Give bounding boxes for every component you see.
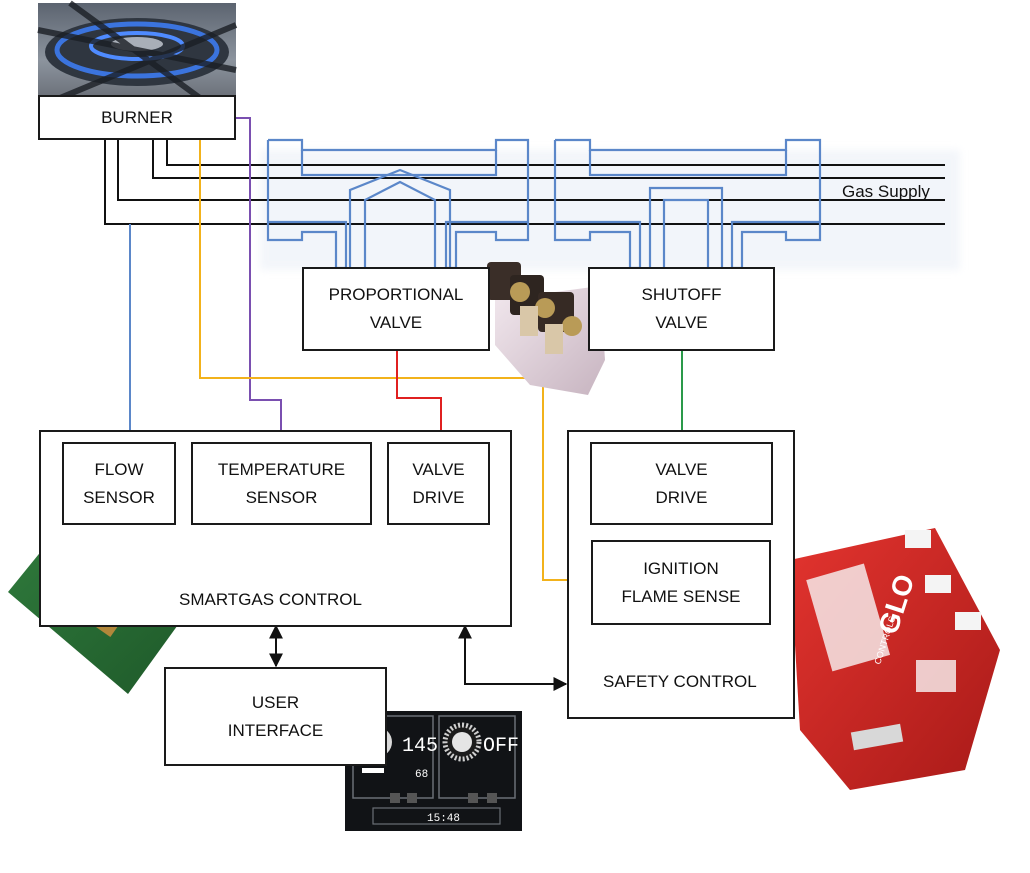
valve-photo: [487, 262, 605, 395]
safety-control-label: SAFETY CONTROL: [603, 672, 757, 691]
ui-display-right: OFF: [483, 735, 519, 758]
ui-display-clock: 15:48: [427, 813, 460, 825]
burner-box: BURNER: [38, 95, 236, 140]
proportional-valve-box: PROPORTIONAL VALVE: [302, 267, 490, 351]
user-interface-box: USER INTERFACE: [164, 667, 387, 766]
shutoff-valve-box: SHUTOFF VALVE: [588, 267, 775, 351]
temperature-sensor-box: TEMPERATURE SENSOR: [191, 442, 372, 525]
manifold-shadow: [260, 150, 960, 270]
ui-display-left: 145: [402, 735, 438, 758]
ui-panel-photo: [345, 711, 522, 831]
proportional-drive-wire: [396, 350, 442, 443]
safety-link-arrow: [458, 624, 568, 691]
red-module-photo: [790, 528, 1000, 790]
burner-photo: [37, 0, 238, 101]
flow-sensor-box: FLOW SENSOR: [62, 442, 176, 525]
ignition-flame-sense-box: IGNITION FLAME SENSE: [591, 540, 771, 625]
ui-display-small: 68: [415, 769, 428, 781]
temperature-wire: [233, 117, 282, 443]
proportional-valve-drive-box: VALVE DRIVE: [387, 442, 490, 525]
shutoff-valve-drive-box: VALVE DRIVE: [590, 442, 773, 525]
smartgas-control-label: SMARTGAS CONTROL: [179, 590, 362, 609]
gas-supply-label: Gas Supply: [842, 182, 930, 201]
